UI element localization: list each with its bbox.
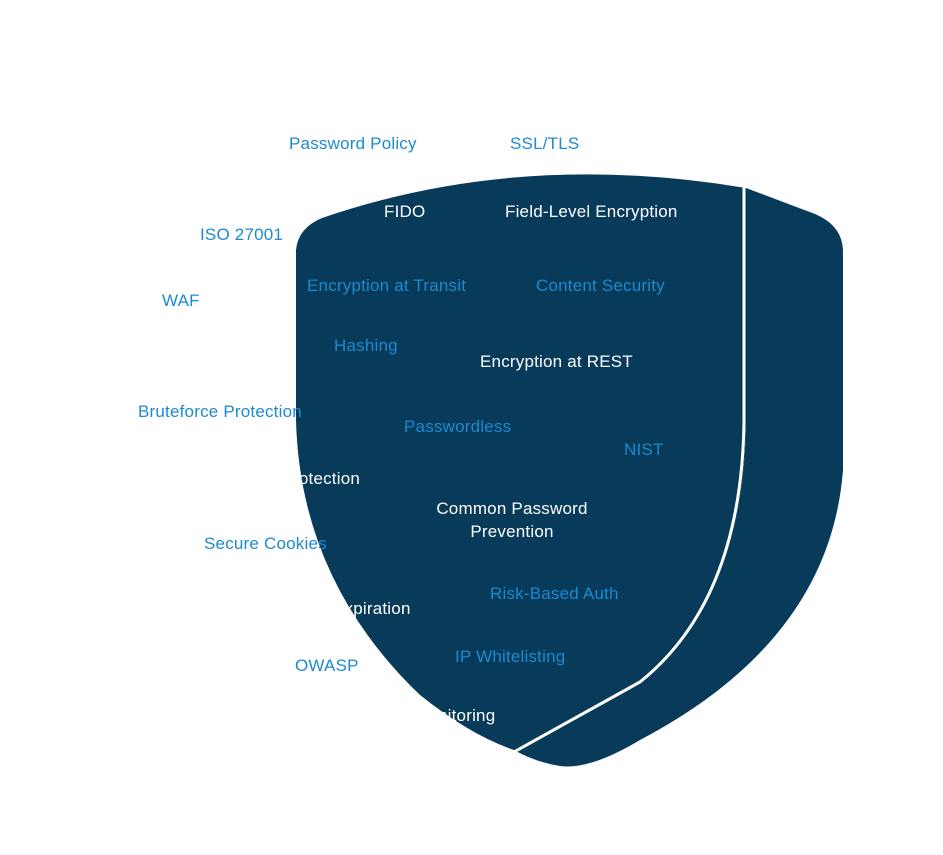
label-field-level-encryption: Field-Level Encryption (505, 202, 678, 221)
label-common-password-line2: Prevention (470, 522, 554, 541)
label-fido: FIDO (384, 202, 426, 221)
label-owasp: OWASP (295, 656, 359, 675)
label-bruteforce-protection: Bruteforce Protection (138, 402, 302, 421)
label-monitoring-partial: nitoring (438, 706, 496, 725)
shield-right-panel (514, 188, 843, 767)
label-risk-based-auth: Risk-Based Auth (490, 584, 619, 603)
label-password-policy: Password Policy (289, 134, 417, 153)
label-content-security: Content Security (536, 276, 665, 295)
label-nist: NIST (624, 440, 664, 459)
label-ssl-tls: SSL/TLS (510, 134, 580, 153)
label-hashing: Hashing (334, 336, 398, 355)
label-iso-27001: ISO 27001 (200, 225, 284, 244)
label-waf: WAF (162, 291, 200, 310)
label-encryption-at-rest: Encryption at REST (480, 352, 633, 371)
label-common-password-prevention: Common Password Prevention (412, 497, 612, 543)
label-protection-partial: rotection (293, 469, 361, 488)
shield-divider-line (513, 187, 746, 754)
label-ip-whitelisting: IP Whitelisting (455, 647, 566, 666)
shield-left-body (296, 174, 746, 750)
label-passwordless: Passwordless (404, 417, 512, 436)
label-common-password-line1: Common Password (436, 499, 588, 518)
label-encryption-at-transit: Encryption at Transit (307, 276, 467, 295)
label-secure-cookies: Secure Cookies (204, 534, 327, 553)
label-expiration-partial: Expiration (333, 599, 411, 618)
